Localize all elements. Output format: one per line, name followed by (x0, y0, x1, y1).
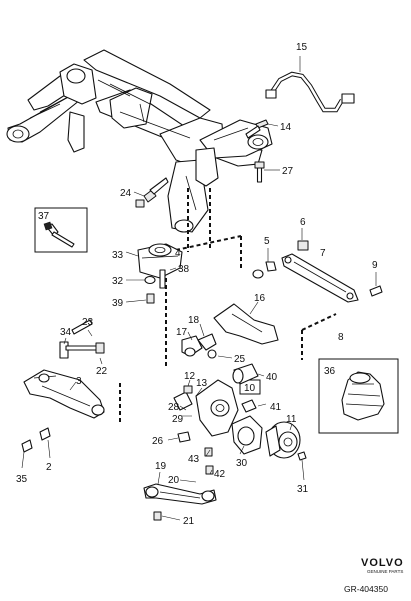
control-arm-3-drawing (21, 369, 105, 469)
label-27: 27 (282, 166, 294, 177)
bolts-upper (133, 119, 280, 208)
bushing-drawing (232, 363, 267, 413)
label-18: 18 (188, 315, 200, 326)
label-31: 31 (297, 484, 309, 495)
knuckle-drawing (167, 379, 261, 475)
label-2: 2 (46, 462, 52, 473)
label-22: 22 (96, 366, 108, 377)
brand-logo: VOLVO (361, 557, 404, 569)
label-38: 38 (178, 264, 190, 275)
label-19: 19 (155, 461, 167, 472)
label-4: 4 (175, 248, 181, 259)
hub-drawing (231, 415, 307, 481)
label-10: 10 (244, 383, 256, 394)
label-33: 33 (112, 250, 124, 261)
label-13: 13 (196, 378, 208, 389)
label-28: 28 (168, 402, 180, 413)
label-3: 3 (76, 376, 82, 387)
dashed-guides (119, 188, 337, 425)
upper-link-drawing (252, 228, 383, 303)
label-37: 37 (38, 211, 50, 222)
inset-36-drawing (318, 358, 399, 434)
label-40: 40 (266, 372, 278, 383)
label-24: 24 (120, 188, 132, 199)
label-42: 42 (214, 469, 226, 480)
label-17: 17 (176, 327, 188, 338)
inset-37-drawing (34, 207, 88, 253)
label-5: 5 (264, 236, 270, 247)
mount-drawing (125, 243, 183, 304)
brand-tagline: GENUINE PARTS (367, 569, 403, 574)
label-35: 35 (16, 474, 28, 485)
label-8: 8 (338, 332, 344, 343)
label-29: 29 (172, 414, 184, 425)
label-43: 43 (188, 454, 200, 465)
brand-block: VOLVO GENUINE PARTS GR-404350 (344, 557, 404, 594)
label-32: 32 (112, 276, 124, 287)
label-20: 20 (168, 475, 180, 486)
label-41: 41 (270, 402, 282, 413)
label-16: 16 (254, 293, 266, 304)
label-7: 7 (320, 248, 326, 259)
lower-link-drawing (143, 471, 217, 521)
label-36: 36 (324, 366, 336, 377)
subframe-drawing (6, 49, 273, 233)
label-39: 39 (112, 298, 124, 309)
label-23: 23 (82, 317, 94, 328)
label-15: 15 (296, 42, 308, 53)
reference-number: GR-404350 (344, 584, 388, 594)
label-34: 34 (60, 327, 72, 338)
label-25: 25 (234, 354, 246, 365)
label-14: 14 (280, 122, 292, 133)
label-6: 6 (300, 217, 306, 228)
label-12: 12 (184, 371, 196, 382)
label-21: 21 (183, 516, 195, 527)
label-11: 11 (286, 414, 297, 425)
label-9: 9 (372, 260, 378, 271)
label-30: 30 (236, 458, 248, 469)
bolts-left-drawing (59, 319, 105, 365)
label-26: 26 (152, 436, 164, 447)
control-arm-16-drawing (181, 301, 279, 359)
wiring-harness-drawing (265, 56, 355, 113)
part-labels: 15 14 27 24 37 6 5 7 4 33 38 9 32 16 39 … (16, 42, 378, 527)
